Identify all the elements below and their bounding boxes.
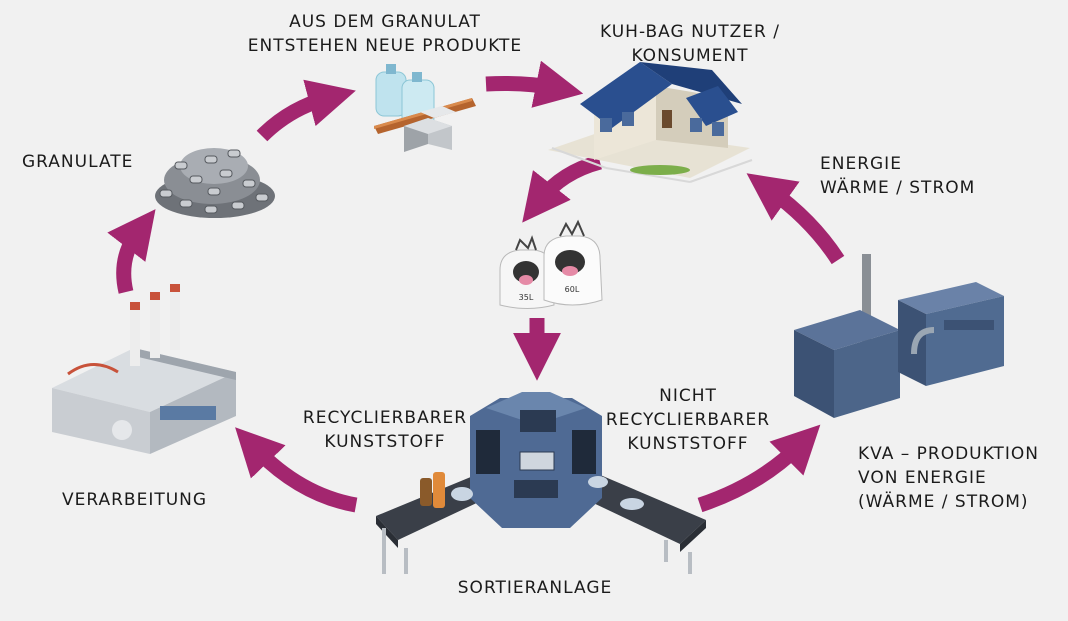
arrow-kva-to-consumer [746, 173, 845, 265]
label-nonrecyclable-line-2: RECYCLIERBARER [605, 410, 771, 430]
label-consumer-line-2: KONSUMENT [631, 46, 749, 66]
label-processing-line-1: VERARBEITUNG [62, 490, 208, 510]
house-icon [548, 62, 753, 183]
label-sorting-line-1: SORTIERANLAGE [457, 578, 613, 598]
label-kva-line-2: VON ENERGIE [858, 468, 987, 488]
factory-icon [52, 284, 236, 454]
bag-small-label: 35L [519, 293, 534, 302]
label-recyclable-line-2: KUNSTSTOFF [324, 432, 446, 452]
arrow-consumer-to-bags [522, 154, 603, 223]
label-energy-line-1: ENERGIE [820, 154, 902, 174]
label-granulate: GRANULATE [22, 150, 133, 174]
label-recyclable-line-1: RECYCLIERBARER [302, 408, 468, 428]
label-sorting-plant: SORTIERANLAGE [440, 576, 630, 600]
arrow-products-to-consumer [485, 60, 584, 108]
sorting-plant-icon [376, 392, 706, 574]
label-new-products: AUS DEM GRANULAT ENTSTEHEN NEUE PRODUKTE [240, 10, 530, 58]
label-kva-line-3: (WÄRME / STROM) [858, 492, 1029, 512]
cow-bags-icon: 35L 60L [499, 219, 603, 309]
label-consumer: KUH-BAG NUTZER / KONSUMENT [585, 20, 795, 68]
label-nonrecyclable-line-3: KUNSTSTOFF [627, 434, 749, 454]
arrow-granulate-to-products [256, 79, 356, 142]
incinerator-icon [794, 254, 1004, 418]
label-nonrecyclable-line-1: NICHT [659, 386, 717, 406]
label-kva: KVA – PRODUKTION VON ENERGIE (WÄRME / ST… [858, 442, 1039, 514]
bag-large-label: 60L [565, 285, 580, 294]
granulate-pile-icon [155, 148, 275, 218]
label-processing: VERARBEITUNG [62, 488, 207, 512]
label-kva-line-1: KVA – PRODUKTION [858, 444, 1039, 464]
label-recyclable-plastic: RECYCLIERBARER KUNSTSTOFF [290, 406, 480, 454]
label-consumer-line-1: KUH-BAG NUTZER / [600, 22, 780, 42]
arrow-sorting-to-processing [235, 427, 358, 513]
products-icon [374, 64, 476, 152]
arrow-processing-to-granulate [107, 209, 156, 294]
label-nonrecyclable-plastic: NICHT RECYCLIERBARER KUNSTSTOFF [588, 384, 788, 456]
label-new-products-line-1: AUS DEM GRANULAT [289, 12, 481, 32]
label-new-products-line-2: ENTSTEHEN NEUE PRODUKTE [247, 36, 523, 56]
label-energy-line-2: WÄRME / STROM [820, 178, 976, 198]
label-granulate-line-1: GRANULATE [22, 152, 134, 172]
arrow-sorting-to-kva [697, 424, 821, 513]
label-energy: ENERGIE WÄRME / STROM [820, 152, 975, 200]
